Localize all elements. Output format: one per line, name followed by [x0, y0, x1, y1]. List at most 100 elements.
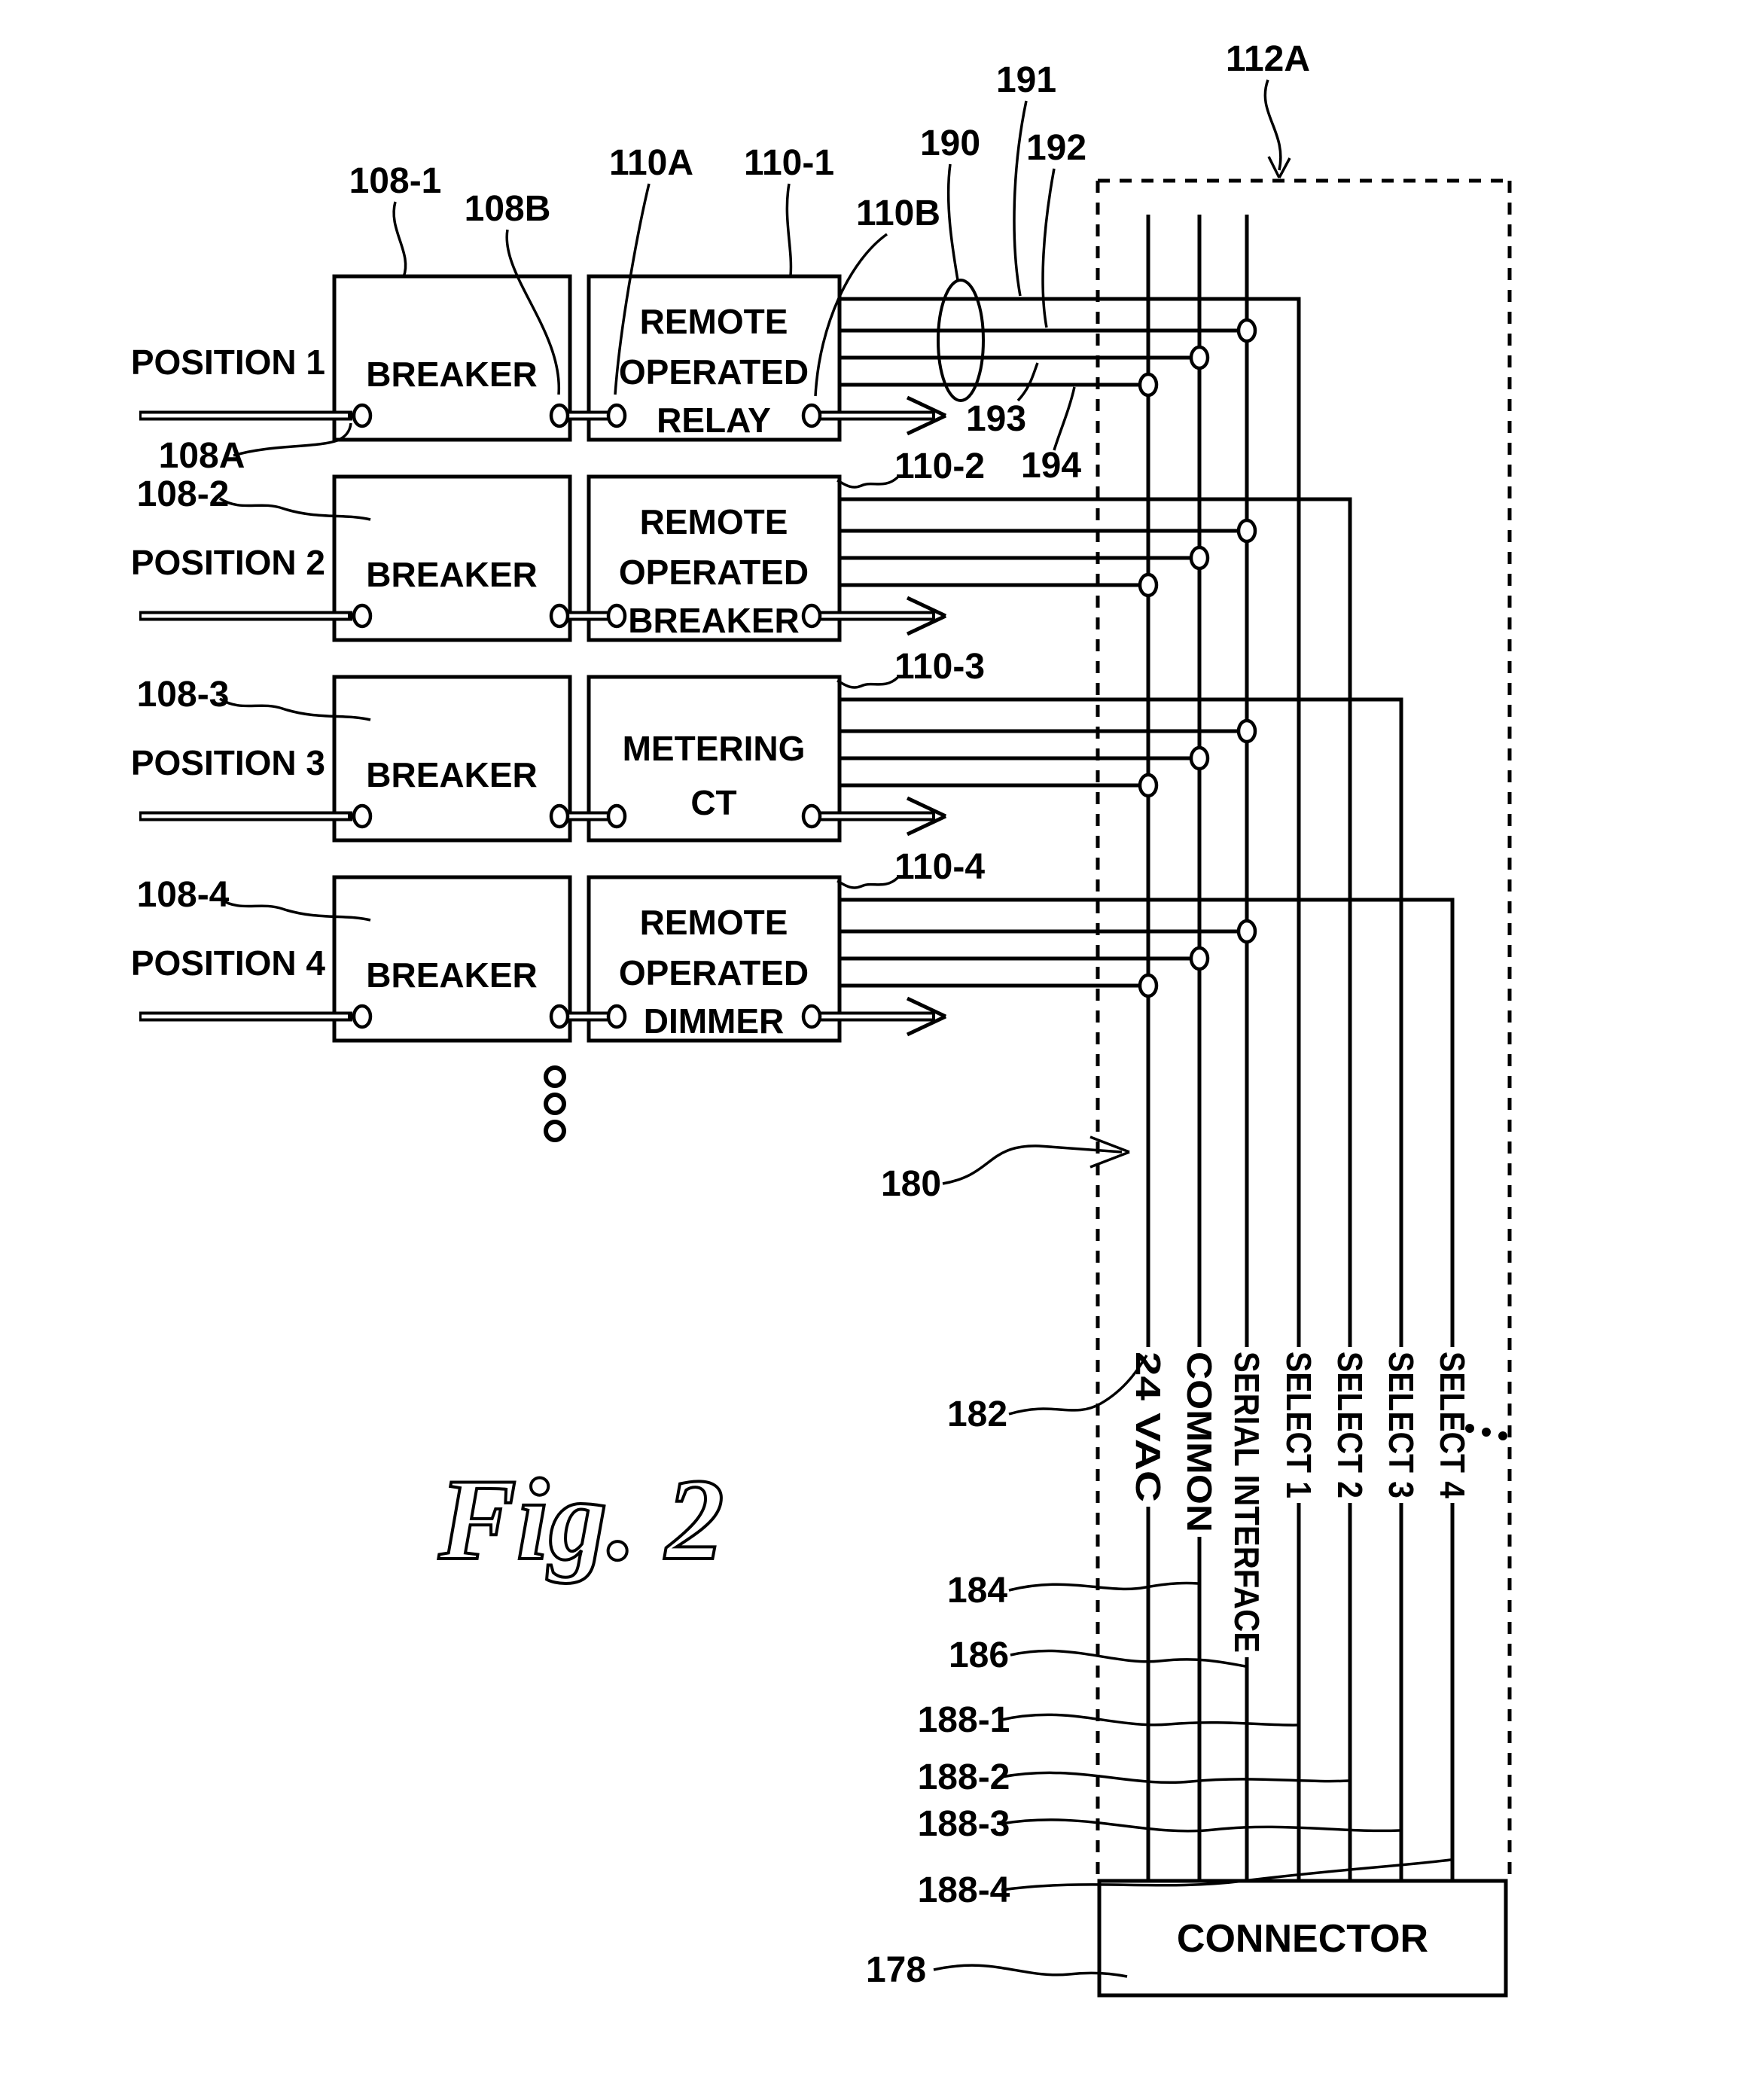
- ref-label-112a: 112A: [1226, 39, 1310, 79]
- load-arrow-icon-4: [906, 996, 947, 1037]
- position-label-1: POSITION 1: [131, 343, 325, 382]
- device-box-2: [587, 474, 842, 642]
- down-arrow-icon: [1267, 156, 1291, 178]
- connector-box: [1097, 1879, 1508, 1998]
- ref-label-190: 190: [920, 123, 980, 163]
- ref-label-108-2: 108-2: [137, 474, 230, 514]
- terminal-oval: [549, 803, 570, 829]
- breaker-box-2: [332, 474, 572, 642]
- breaker-label-2: BREAKER: [366, 555, 537, 594]
- connection-oval: [1189, 345, 1210, 370]
- ref-label-108-4: 108-4: [137, 875, 230, 915]
- load-arrow-icon-3: [906, 796, 947, 837]
- position-label-4: POSITION 4: [131, 943, 326, 983]
- leader-180: [942, 1135, 1130, 1185]
- leader-188-1: [1001, 1713, 1298, 1727]
- connection-oval: [1138, 372, 1159, 398]
- connection-oval: [1236, 718, 1257, 744]
- reference-labels: 108-1 108B 110A 110-1 110B 190 191 192 1…: [137, 39, 1452, 1990]
- leader-108a: [233, 422, 352, 457]
- ref-label-110b: 110B: [856, 194, 940, 233]
- position-label-2: POSITION 2: [131, 543, 325, 582]
- load-arrow-icon-1: [906, 395, 947, 436]
- device-label-4-line-3: DIMMER: [644, 1001, 785, 1041]
- bus-label-select-3: SELECT 3: [1382, 1352, 1421, 1498]
- terminal-oval: [801, 403, 822, 428]
- device-label-2-line-3: BREAKER: [628, 601, 799, 640]
- ref-label-108a: 108A: [159, 436, 245, 476]
- leader-108b: [505, 229, 560, 395]
- dashed-boundary-112a: [1096, 178, 1512, 1881]
- bus-label-backing: [1432, 1347, 1473, 1503]
- bus-label-select-4: SELECT 4: [1433, 1352, 1472, 1498]
- breaker-label-1: BREAKER: [366, 355, 537, 394]
- leader-108-1: [392, 201, 407, 278]
- connection-oval: [1189, 545, 1210, 571]
- connection-oval: [1236, 919, 1257, 944]
- bus-label-backing: [1278, 1347, 1319, 1503]
- feed-line-1: [139, 395, 947, 436]
- leader-108-2: [219, 497, 371, 521]
- leader-110-2: [837, 476, 899, 489]
- bus-label-common: COMMON: [1180, 1352, 1219, 1532]
- breaker-box-4: [332, 875, 572, 1043]
- ref-label-188-2: 188-2: [918, 1757, 1010, 1797]
- right-arrow-icon: [1089, 1135, 1130, 1169]
- ref-label-194: 194: [1021, 446, 1081, 486]
- bus-labels: 24 VAC COMMON SERIAL INTERFACE SELECT 1 …: [1128, 1347, 1507, 1657]
- leader-182: [1008, 1355, 1148, 1416]
- ref-label-188-1: 188-1: [918, 1700, 1010, 1740]
- device-label-3-line-2: CT: [690, 783, 736, 822]
- ref-label-178: 178: [866, 1950, 926, 1990]
- terminal-oval: [549, 1004, 570, 1029]
- leader-108-3: [219, 697, 371, 721]
- connection-oval: [1189, 745, 1210, 771]
- terminal-oval: [352, 403, 373, 428]
- device-box-1: [587, 274, 842, 442]
- connector: CONNECTOR: [1097, 1879, 1508, 1998]
- ref-label-110-1: 110-1: [744, 143, 834, 183]
- leader-193: [1016, 362, 1039, 402]
- ref-label-191: 191: [996, 60, 1056, 100]
- bus-label-backing: [1381, 1347, 1422, 1503]
- device-label-2-line-2: OPERATED: [619, 553, 809, 592]
- ref-label-192: 192: [1026, 128, 1086, 168]
- leader-192: [1041, 168, 1056, 328]
- feed-line-4: [139, 996, 947, 1037]
- position-row-3: BREAKER METERING CT POSITION 3: [131, 675, 947, 843]
- position-row-2: BREAKER REMOTE OPERATED BREAKER POSITION…: [131, 474, 947, 642]
- terminal-oval: [549, 603, 570, 629]
- connector-label: CONNECTOR: [1177, 1917, 1428, 1961]
- connection-oval: [1236, 518, 1257, 544]
- leader-184: [1008, 1581, 1199, 1592]
- ref-label-184: 184: [947, 1571, 1007, 1611]
- figure-caption: Fig. 2: [438, 1455, 724, 1584]
- more-positions-ellipsis-icon: [544, 1065, 566, 1142]
- device-label-2-line-1: REMOTE: [640, 502, 788, 541]
- device-label-1-line-1: REMOTE: [640, 302, 788, 341]
- feed-line-2: [139, 596, 947, 636]
- terminal-oval: [352, 1004, 373, 1029]
- terminal-oval: [352, 803, 373, 829]
- leader-108-4: [219, 898, 371, 922]
- terminal-oval: [352, 603, 373, 629]
- ref-label-182: 182: [947, 1394, 1007, 1434]
- bus-label-serial-interface: SERIAL INTERFACE: [1227, 1352, 1266, 1653]
- ref-label-180: 180: [881, 1164, 941, 1204]
- leader-178: [933, 1964, 1128, 1978]
- ref-label-110-4: 110-4: [894, 847, 985, 887]
- ref-label-108-3: 108-3: [137, 675, 230, 715]
- leader-190: [946, 163, 959, 281]
- leader-194: [1053, 386, 1076, 451]
- device-box-4: [587, 875, 842, 1043]
- breaker-box-3: [332, 675, 572, 843]
- leader-110-1: [785, 183, 793, 276]
- ref-label-110a: 110A: [609, 143, 693, 183]
- position-row-1: BREAKER REMOTE OPERATED RELAY POSITION 1: [131, 274, 947, 442]
- tap-lines: [840, 328, 1239, 988]
- connection-oval: [1138, 773, 1159, 798]
- bus-label-backing: [1179, 1347, 1220, 1537]
- bus-line-select-4: [840, 898, 1455, 1881]
- bus-connection-ovals: [1138, 318, 1257, 998]
- bus-label-24-vac: 24 VAC: [1129, 1352, 1168, 1502]
